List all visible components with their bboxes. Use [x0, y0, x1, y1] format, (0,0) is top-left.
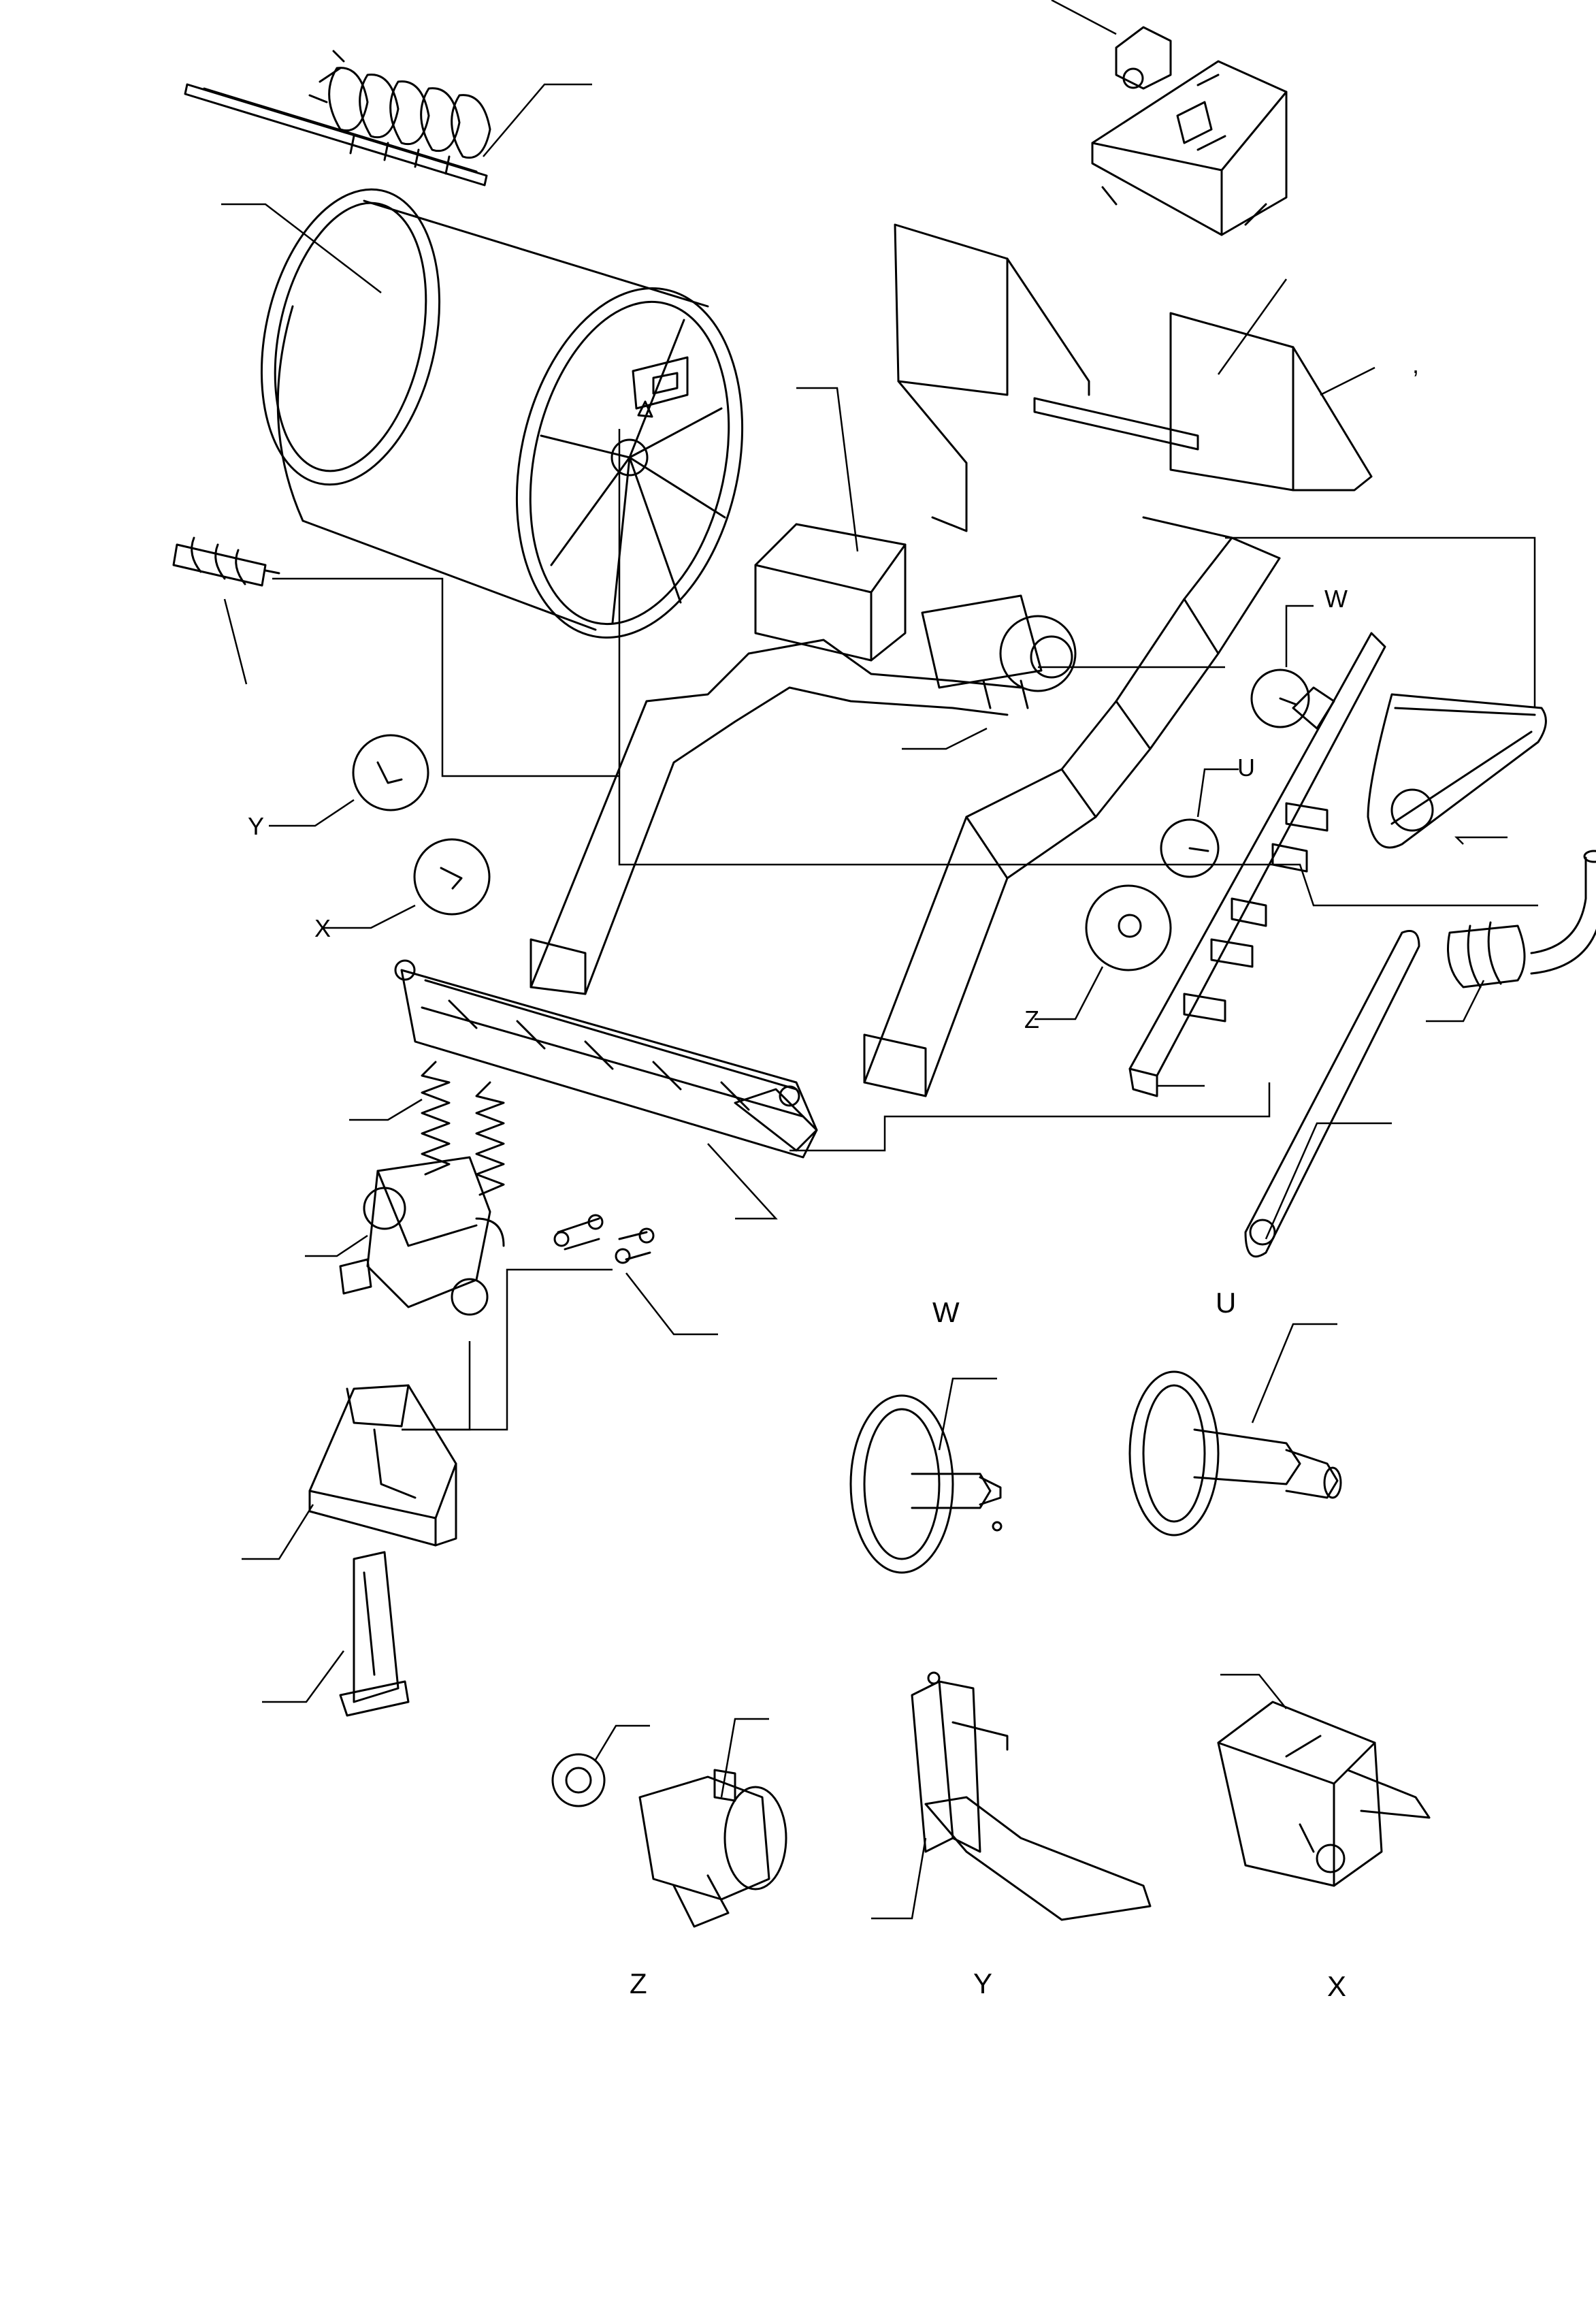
detail-title-z: Z [630, 1967, 647, 1999]
callout-letter-w: W [1324, 585, 1348, 613]
stand-leg [339, 1551, 410, 1717]
rear-axle-beam [394, 959, 818, 1159]
detail-title-x: X [1327, 1970, 1347, 2002]
chain-drive-frame [1128, 632, 1596, 1258]
callout-letter-x: X [314, 914, 331, 942]
cable-drum [260, 188, 744, 639]
suspension-springs [421, 1061, 505, 1196]
tensioner-assembly [339, 1156, 505, 1316]
detail-title-w: W [932, 1296, 960, 1328]
detail-u-sprocket [1128, 1370, 1342, 1536]
detail-z-motor [551, 1753, 787, 1928]
detail-w-sprocket [849, 1394, 1003, 1574]
slip-ring-assembly [184, 50, 491, 187]
detail-title-u: U [1216, 1287, 1237, 1319]
collector-small [172, 536, 280, 587]
main-frame [530, 223, 1373, 1097]
detail-x-bracket [1217, 1701, 1431, 1887]
detail-y-stand [911, 1671, 1152, 1921]
callout-letter-z: Z [1024, 1005, 1039, 1033]
stray-mark: , [1412, 351, 1420, 379]
callout-letter-u: U [1237, 754, 1255, 782]
callout-letter-y: Y [248, 812, 265, 840]
junction-box [1091, 26, 1288, 236]
leveling-frame [308, 1384, 457, 1547]
small-shafts [553, 1214, 655, 1264]
detail-title-y: Y [973, 1967, 993, 1999]
leader-lines [221, 0, 1538, 1920]
detail-circles [352, 669, 1310, 971]
